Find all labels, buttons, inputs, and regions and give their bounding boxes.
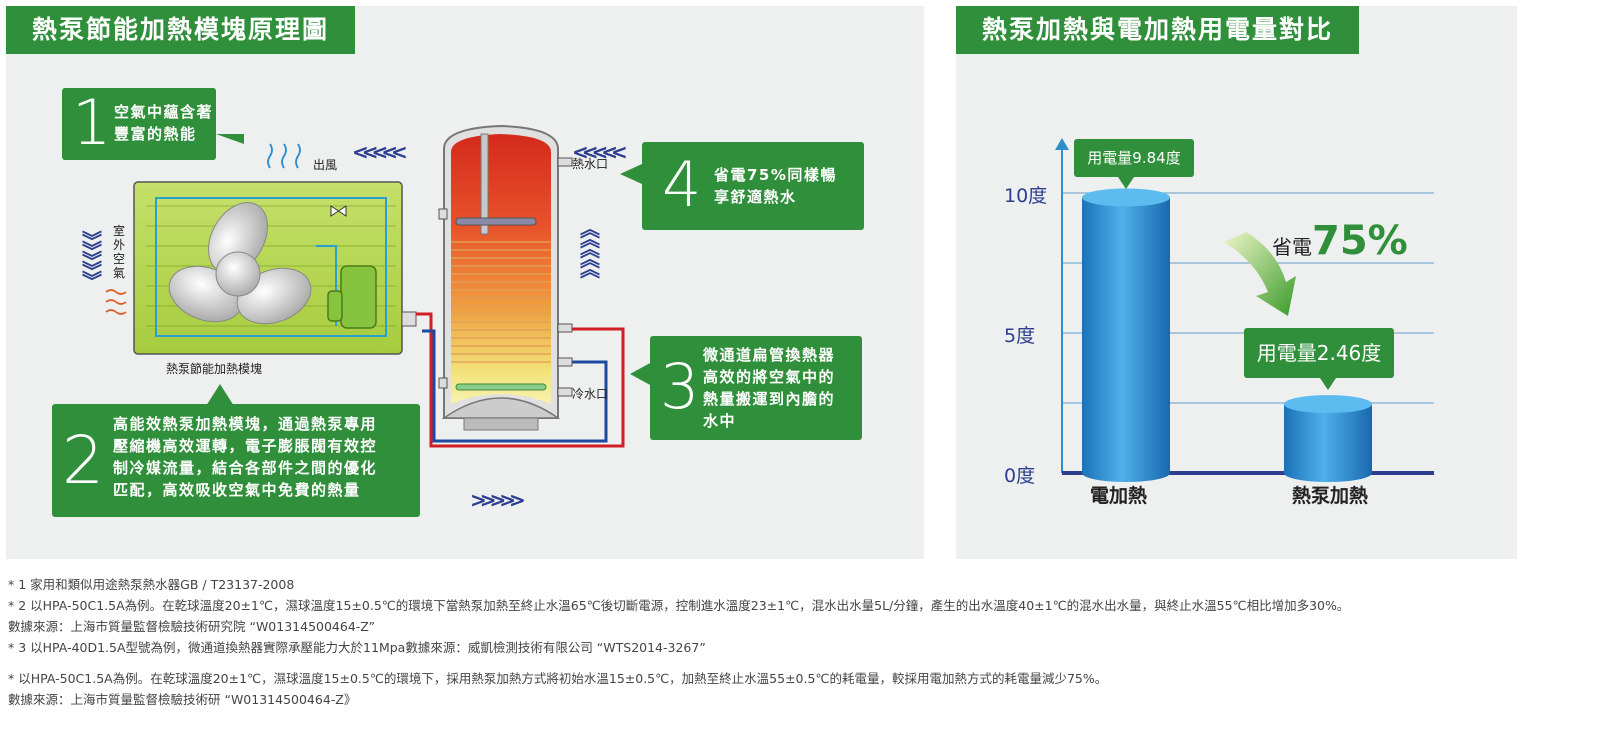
air-flow-right-arrows-icon: >>>>>	[470, 488, 526, 512]
callout-text: 高能效熱泵加熱模塊，通過熱泵專用 壓縮機高效運轉，電子膨脹閥有效控 制冷媒流量，…	[113, 415, 378, 499]
value-label-pointer	[1118, 177, 1134, 190]
saving-value: 75%	[1312, 218, 1408, 264]
callout-3: 3 微通道扁管換熱器 高效的將空氣中的 熱量搬運到內膽的 水中	[650, 336, 862, 440]
value-label-pointer	[1320, 378, 1336, 391]
air-flow-left-arrows-icon: <<<<<	[352, 140, 408, 164]
y-tick-label: 0度	[1004, 465, 1036, 487]
callout-number: 3	[660, 350, 700, 423]
callout-pointer	[630, 362, 652, 386]
bar	[1284, 395, 1372, 482]
y-tick-label: 5度	[1004, 325, 1036, 347]
callout-pointer	[216, 134, 244, 154]
callout-pointer	[620, 164, 642, 184]
footnote-2: * 2 以HPA-50C1.5A為例。在乾球溫度20±1℃，濕球溫度15±0.5…	[8, 598, 1350, 613]
callout-text: 微通道扁管換熱器 高效的將空氣中的 熱量搬運到內膽的 水中	[703, 346, 836, 430]
callout-text: 空氣中蘊含著 豐富的熱能	[114, 103, 214, 143]
outlet-air-icon	[267, 143, 301, 169]
chart-title: 熱泵加熱與電加熱用電量對比	[956, 6, 1360, 54]
diagram-panel: 熱泵節能加熱模塊原理圖	[6, 6, 924, 559]
value-label: 用電量2.46度	[1244, 328, 1394, 379]
diagram-title: 熱泵節能加熱模塊原理圖	[6, 6, 356, 54]
value-label: 用電量9.84度	[1074, 139, 1194, 178]
callout-4: 4 省電75%同樣暢 享舒適熱水	[642, 142, 864, 230]
saving-arrow-icon	[1224, 232, 1296, 316]
cold-water-inlet-label: 冷水口	[572, 387, 609, 401]
air-in-down-arrows-icon: ︾︾︾︾︾	[82, 229, 102, 293]
footnote-2-source: 數據來源：上海市質量監督檢驗技術研究院 “W01314500464-Z”	[8, 619, 376, 634]
hot-rise-up-arrows-icon: ︽︽︽︽︽	[580, 217, 600, 281]
heat-pump-diagram	[105, 124, 625, 448]
power-consumption-chart	[1055, 138, 1434, 483]
module-label: 熱泵節能加熱模塊	[166, 362, 263, 376]
x-category-label: 電加熱	[1090, 485, 1148, 507]
footnotes: * 1 家用和類似用途熱泵熱水器GB / T23137-2008 * 2 以HP…	[8, 574, 1598, 710]
footnote-4-source: 數據來源：上海市質量監督檢驗技術研 “W01314500464-Z》	[8, 692, 357, 707]
callout-number: 2	[62, 422, 104, 499]
fan-icon	[168, 202, 312, 325]
callout-number: 4	[662, 148, 702, 221]
hot-water-outlet-label: 熱水口	[572, 157, 609, 171]
outlet-air-label: 出風	[313, 158, 338, 172]
chart-panel: 熱泵加熱與電加熱用電量對比 0度 5度 10度 電加熱 用電量9.84度熱泵加熱 用電量…	[956, 6, 1517, 559]
heat-pump-module	[133, 181, 417, 355]
air-flow-left-arrows-icon: <<<<<	[572, 140, 628, 164]
footnote-4: * 以HPA-50C1.5A為例。在乾球溫度20±1℃，濕球溫度15±0.5℃的…	[8, 671, 1108, 686]
callout-number: 1	[72, 86, 112, 159]
callout-2: 2 高能效熱泵加熱模塊，通過熱泵專用 壓縮機高效運轉，電子膨脹閥有效控 制冷媒流…	[52, 404, 420, 517]
saving-annotation: 省電75%	[1272, 218, 1408, 264]
water-pipes	[416, 312, 625, 448]
bar	[1082, 188, 1170, 483]
y-axis-arrow-icon	[1055, 138, 1069, 150]
footnote-1: * 1 家用和類似用途熱泵熱水器GB / T23137-2008	[8, 577, 295, 592]
saving-prefix: 省電	[1272, 235, 1312, 259]
callout-1: 1 空氣中蘊含著 豐富的熱能	[62, 88, 216, 160]
water-tank	[438, 124, 573, 431]
outdoor-air-label: 室外空氣	[112, 224, 125, 280]
x-category-label: 熱泵加熱	[1292, 485, 1369, 507]
callout-text: 省電75%同樣暢 享舒適熱水	[714, 166, 837, 206]
footnote-3: * 3 以HPA-40D1.5A型號為例，微通道換熱器實際承壓能力大於11Mpa…	[8, 640, 706, 655]
y-tick-label: 10度	[1004, 185, 1048, 207]
heat-wave-icon	[105, 289, 127, 315]
callout-pointer	[206, 384, 234, 406]
